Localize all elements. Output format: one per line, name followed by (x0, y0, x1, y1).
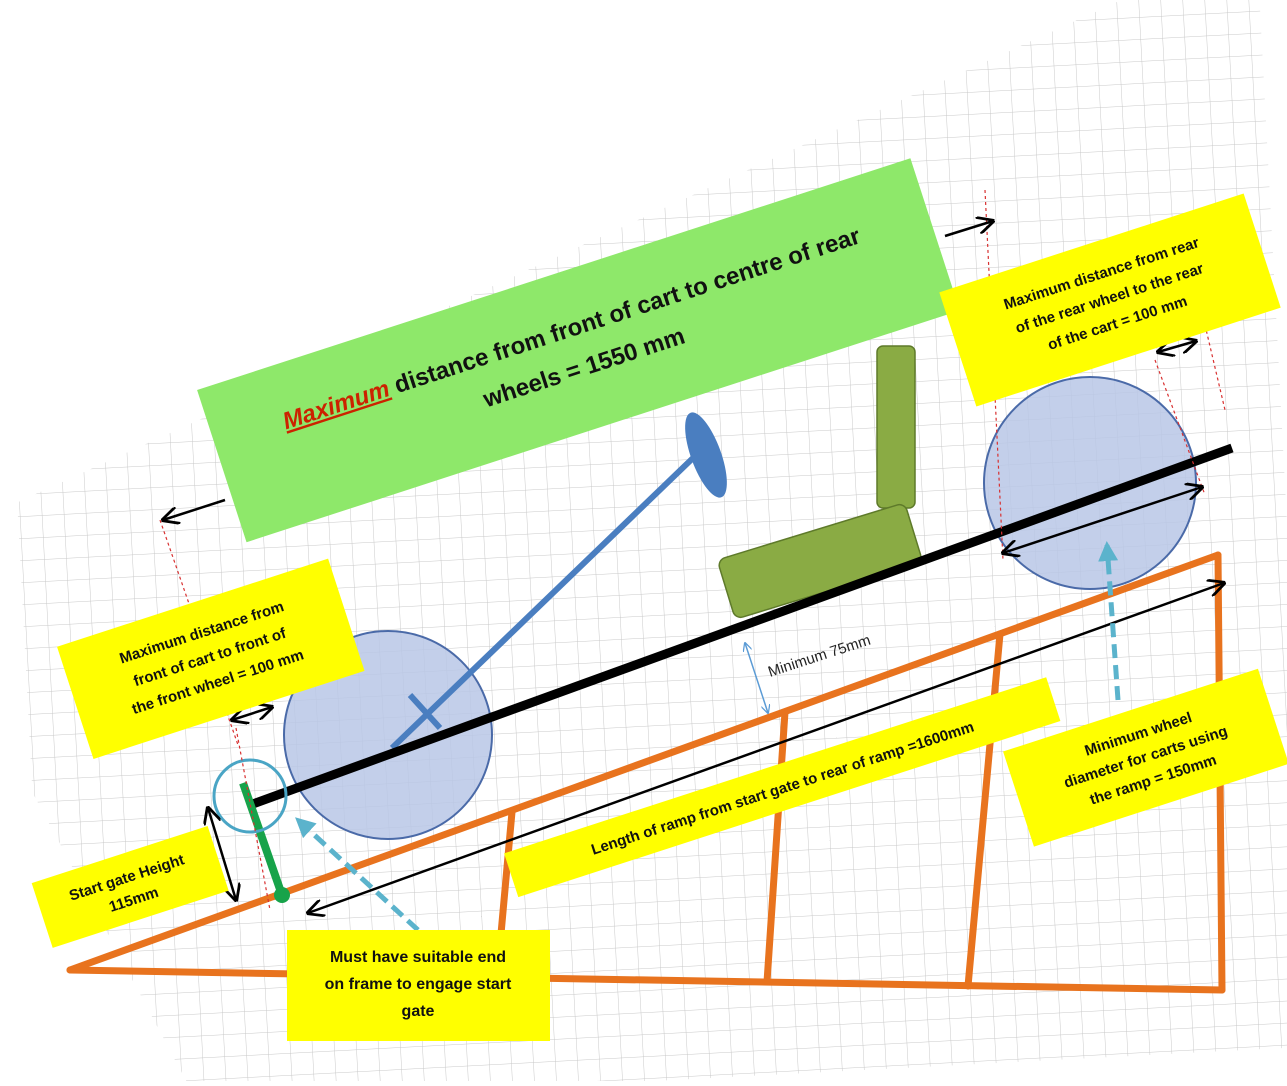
frame-end-line2: on frame to engage start (325, 976, 512, 993)
start-gate-pivot (274, 887, 290, 903)
frame-end-line3: gate (402, 1003, 435, 1020)
rear-wheel (983, 376, 1197, 590)
start-gate-callout: Start gate Height 115mm (31, 825, 229, 948)
steering-wheel-icon (685, 412, 727, 498)
frame-end-callout: Must have suitable end on frame to engag… (287, 930, 550, 1041)
min-wheel-callout: Minimum wheel diameter for carts using t… (1003, 668, 1287, 847)
dimension-arrows (163, 221, 1224, 913)
callout-pointers (295, 541, 1121, 932)
min-height-arrow (745, 643, 768, 713)
frame-end-highlight (212, 758, 288, 834)
front-clearance-callout: Maximum distance from front of cart to f… (57, 558, 365, 759)
frame-end-line1: Must have suitable end (330, 949, 506, 966)
